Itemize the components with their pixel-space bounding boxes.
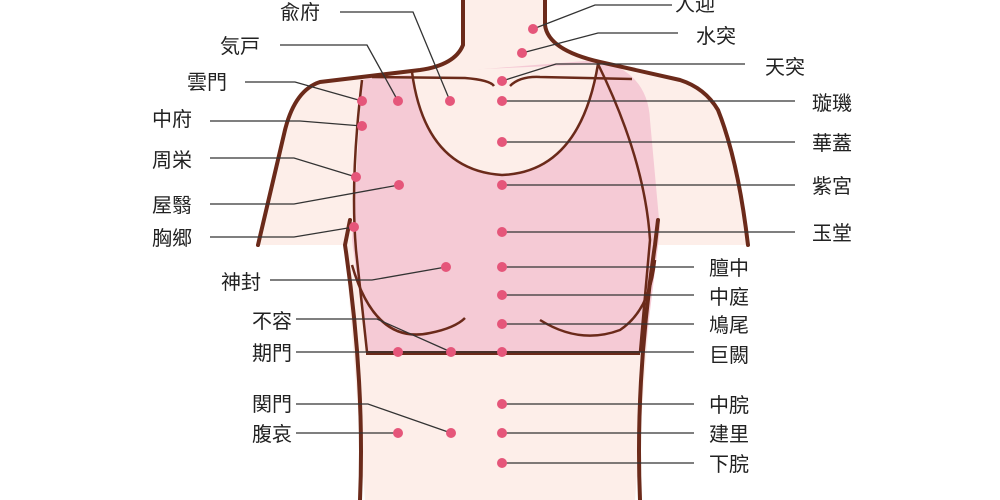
body-outline-left — [256, 0, 465, 247]
label-zhourong: 周栄 — [152, 148, 192, 172]
breast-left — [350, 264, 466, 336]
label-qihu: 気戸 — [220, 34, 260, 58]
label-guanmen: 関門 — [252, 392, 292, 416]
leader-line — [296, 403, 452, 434]
garment — [352, 60, 660, 352]
label-zigong: 紫宮 — [812, 174, 852, 198]
breast-right — [539, 259, 657, 337]
point-huagai[interactable] — [497, 137, 507, 147]
label-zhongfu: 中府 — [152, 107, 192, 131]
point-burong[interactable] — [446, 347, 456, 357]
leader-line — [210, 120, 363, 127]
label-shuitu: 水突 — [696, 24, 736, 48]
neckline — [410, 63, 600, 177]
point-zhongfu[interactable] — [357, 121, 367, 131]
torso-left — [343, 218, 363, 500]
leader-line — [245, 81, 363, 102]
leader-line — [340, 11, 451, 102]
leader-line — [501, 63, 745, 82]
label-xuanji: 璇璣 — [812, 91, 852, 115]
body-outline-right — [543, 0, 750, 247]
label-jianli: 建里 — [709, 422, 749, 446]
leader-line — [210, 226, 355, 238]
point-yunmen[interactable] — [357, 96, 367, 106]
label-yutang: 玉堂 — [812, 221, 852, 245]
point-zigong[interactable] — [497, 180, 507, 190]
point-shenfeng[interactable] — [441, 262, 451, 272]
label-fuai: 腹哀 — [252, 422, 292, 446]
label-zhongwan: 中脘 — [709, 393, 749, 417]
point-renying[interactable] — [528, 24, 538, 34]
label-burong: 不容 — [252, 309, 292, 333]
point-xiawan[interactable] — [497, 458, 507, 468]
point-wuyi[interactable] — [394, 180, 404, 190]
point-yutang[interactable] — [497, 227, 507, 237]
leader-line — [210, 157, 357, 178]
point-qihu[interactable] — [393, 96, 403, 106]
label-xiawan: 下脘 — [709, 452, 749, 476]
point-juque[interactable] — [497, 347, 507, 357]
acupoints — [349, 24, 538, 468]
leader-line — [296, 318, 452, 353]
label-qimen: 期門 — [252, 341, 292, 365]
point-yufu[interactable] — [445, 96, 455, 106]
leader-line — [280, 44, 399, 102]
labels-left: 兪府 気戸 雲門 中府 周栄 屋翳 胸郷 神封 不容 期門 関門 腹哀 — [152, 0, 320, 446]
point-qimen[interactable] — [393, 347, 403, 357]
leader-lines — [210, 4, 795, 464]
point-zhongwan[interactable] — [497, 399, 507, 409]
label-wuyi: 屋翳 — [152, 193, 192, 217]
clavicle-left — [371, 75, 496, 87]
leader-line — [532, 4, 672, 30]
point-xiongxiang[interactable] — [349, 222, 359, 232]
body-figure — [256, 0, 750, 500]
label-juque: 巨闕 — [709, 343, 749, 367]
point-danzhong[interactable] — [497, 262, 507, 272]
strap-right — [596, 63, 652, 353]
point-zhongting[interactable] — [497, 290, 507, 300]
point-jianli[interactable] — [497, 428, 507, 438]
clavicle-right — [509, 75, 633, 87]
label-tiantu: 天突 — [765, 55, 805, 79]
point-xuanji[interactable] — [497, 96, 507, 106]
leader-line — [270, 266, 447, 281]
labels-right: 人迎 水突 天突 璇璣 華蓋 紫宮 玉堂 膻中 中庭 鳩尾 巨闕 中脘 建里 下… — [675, 0, 852, 476]
label-xiongxiang: 胸郷 — [152, 226, 192, 250]
leader-line — [521, 32, 678, 54]
point-jiuwei[interactable] — [497, 319, 507, 329]
neckline-skin — [412, 64, 598, 175]
point-tiantu[interactable] — [497, 76, 507, 86]
leader-line — [210, 184, 400, 205]
point-fuai[interactable] — [393, 428, 403, 438]
point-guanmen[interactable] — [446, 428, 456, 438]
label-shenfeng: 神封 — [221, 270, 261, 294]
label-huagai: 華蓋 — [812, 131, 852, 155]
point-zhourong[interactable] — [351, 172, 361, 182]
label-renying: 人迎 — [675, 0, 715, 16]
label-yufu: 兪府 — [280, 0, 320, 24]
point-shuitu[interactable] — [517, 48, 527, 58]
label-danzhong: 膻中 — [709, 256, 749, 280]
torso-right — [637, 218, 660, 500]
label-yunmen: 雲門 — [187, 70, 227, 94]
label-zhongting: 中庭 — [709, 285, 749, 309]
label-jiuwei: 鳩尾 — [709, 313, 749, 337]
